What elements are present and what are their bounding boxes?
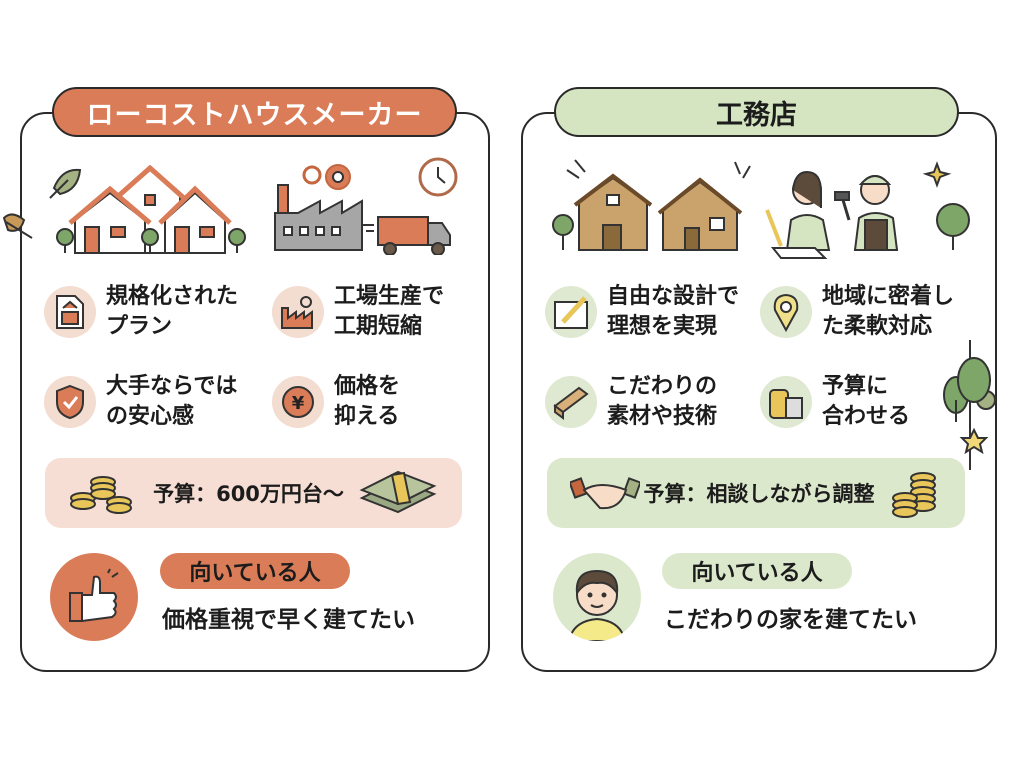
budget-lowcost: 予算：600万円台～ <box>45 458 462 528</box>
coin-stack-icon <box>891 472 936 518</box>
handshake-icon <box>569 477 640 510</box>
floor-plan-icon <box>44 286 96 338</box>
builder-title: 工務店 <box>554 87 959 137</box>
shield-check-icon <box>44 376 96 428</box>
person-icon <box>567 569 627 641</box>
wood-lumber-icon <box>545 376 597 428</box>
feature-low-price: ¥ 価格を 抑える <box>272 372 400 432</box>
budget-builder: 予算：相談しながら調整 <box>547 458 965 528</box>
builder-illustration <box>552 159 970 259</box>
thumbs-up-avatar <box>50 553 138 641</box>
budget-text: 予算：相談しながら調整 <box>643 482 875 506</box>
thumbs-up-icon <box>69 568 119 623</box>
factory-gear-icon <box>272 286 324 338</box>
feature-standardized-plan: 規格化された プラン <box>44 282 238 342</box>
target-label-lowcost: 向いている人 <box>160 553 350 589</box>
feature-free-design: 自由な設計で 理想を実現 <box>545 282 739 342</box>
houses-illustration <box>56 165 246 254</box>
feature-text: 大手ならでは の安心感 <box>106 374 238 429</box>
target-text-lowcost: 価格重視で早く建てたい <box>162 607 415 633</box>
feature-text: こだわりの 素材や技術 <box>607 374 718 429</box>
coins-calculator-icon <box>760 376 812 428</box>
feature-fit-budget: 予算に 合わせる <box>760 372 910 432</box>
feature-text: 規格化された プラン <box>106 284 239 339</box>
factory-truck-illustration <box>274 157 458 255</box>
person-avatar <box>553 553 641 641</box>
feature-text: 予算に 合わせる <box>822 374 911 429</box>
yen-coin-icon: ¥ <box>272 376 324 428</box>
budget-text: 予算：600万円台～ <box>153 482 344 506</box>
feature-factory-production: 工場生産で 工期短縮 <box>272 282 444 342</box>
feature-big-maker-trust: 大手ならでは の安心感 <box>44 372 237 432</box>
feature-text: 地域に密着し た柔軟対応 <box>822 284 955 339</box>
coin-stack-icon <box>70 476 133 514</box>
cash-bundle-icon <box>359 470 437 514</box>
target-text-builder: こだわりの家を建てたい <box>664 607 917 633</box>
svg-text:¥: ¥ <box>292 393 305 414</box>
feature-text: 工場生産で 工期短縮 <box>334 284 445 339</box>
feature-text: 自由な設計で 理想を実現 <box>607 284 740 339</box>
leaf-icon <box>2 168 82 239</box>
feature-local-flexible: 地域に密着し た柔軟対応 <box>760 282 954 342</box>
lowcost-maker-title: ローコストハウスメーカー <box>52 87 457 137</box>
map-pin-icon <box>760 286 812 338</box>
feature-materials-skill: こだわりの 素材や技術 <box>545 372 717 432</box>
tree-star-decoration <box>943 340 996 470</box>
feature-text: 価格を 抑える <box>334 374 401 429</box>
target-label-builder: 向いている人 <box>662 553 852 589</box>
blueprint-pencil-icon <box>545 286 597 338</box>
